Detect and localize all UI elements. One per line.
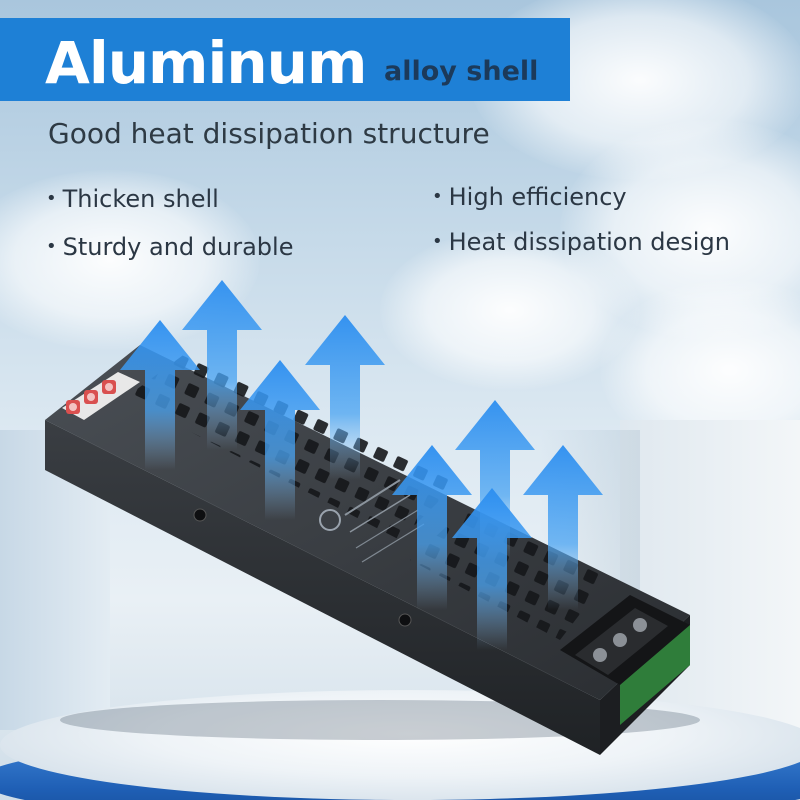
feature-label: Heat dissipation design [448, 228, 730, 256]
feature-label: Sturdy and durable [62, 233, 294, 261]
heat-arrow-icon [455, 400, 535, 560]
feature-label: High efficiency [448, 183, 627, 211]
heat-arrow-icon [392, 445, 472, 610]
heat-arrow-icon [120, 320, 200, 470]
title-main: Aluminum [45, 29, 367, 97]
device-front-face [45, 420, 600, 755]
bullet-icon: • [46, 236, 57, 257]
heat-arrow-icon [305, 315, 385, 480]
feature-label: Thicken shell [62, 185, 219, 213]
screw-icon [193, 508, 207, 522]
heat-arrow-icon [452, 488, 532, 650]
feature-item: •Heat dissipation design [432, 228, 730, 257]
heat-arrow-icon [523, 445, 603, 610]
feature-item: •Sturdy and durable [46, 233, 293, 262]
bullet-icon: • [46, 188, 57, 209]
bullet-icon: • [432, 231, 443, 252]
subtitle: Good heat dissipation structure [48, 117, 490, 150]
bullet-icon: • [432, 186, 443, 207]
pedestal-top [0, 690, 800, 800]
title-sub: alloy shell [384, 56, 539, 87]
heat-arrow-icon [182, 280, 262, 450]
output-terminal-block [560, 595, 690, 725]
device-label-area [319, 479, 425, 563]
feature-item: •Thicken shell [46, 185, 219, 214]
cloud [380, 230, 640, 390]
screw-icon [398, 613, 412, 627]
feature-item: •High efficiency [432, 183, 627, 212]
title-banner: Aluminum alloy shell [0, 18, 570, 101]
input-terminal-block [62, 372, 140, 420]
heat-arrow-icon [240, 360, 320, 520]
